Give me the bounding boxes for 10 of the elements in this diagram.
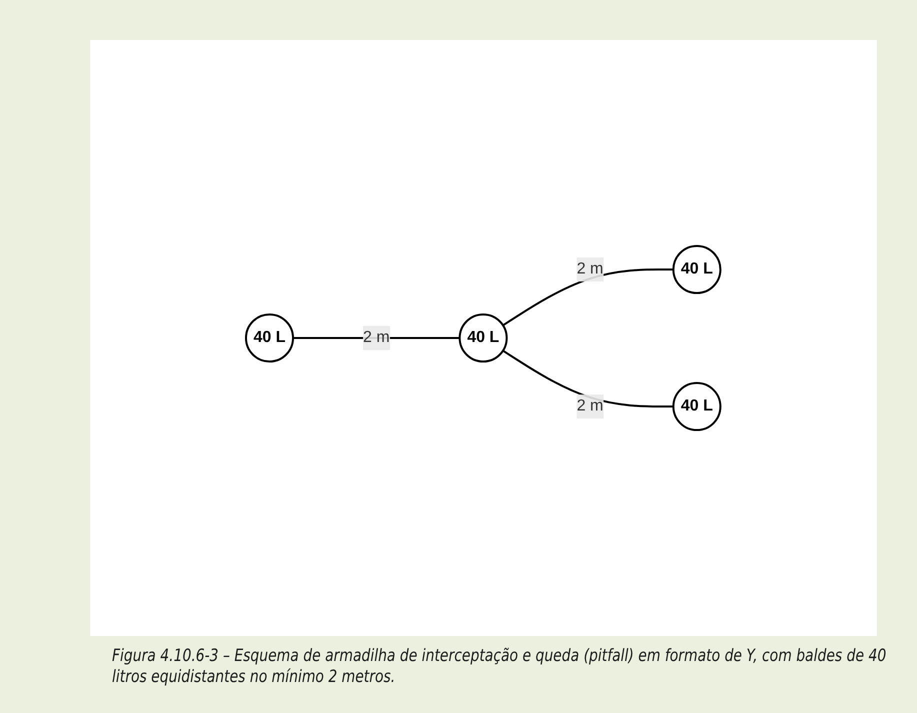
edge-label: 2 m: [577, 260, 604, 278]
connector: [502, 350, 674, 408]
connector: [502, 268, 674, 326]
edge-label: 2 m: [363, 329, 390, 346]
node-circle: 40 L: [672, 244, 722, 294]
node-circle: 40 L: [245, 314, 294, 362]
edge-label: 2 m: [577, 398, 604, 415]
node-circle: 40 L: [672, 382, 722, 432]
node-circle: 40 L: [458, 314, 508, 362]
figure-caption: Figura 4.10.6-3 – Esquema de armadilha de interceptação e queda (pitfall) em formato de Y, com baldes de 40 litros equidistantes no mínimo 2 metros.: [112, 646, 888, 688]
